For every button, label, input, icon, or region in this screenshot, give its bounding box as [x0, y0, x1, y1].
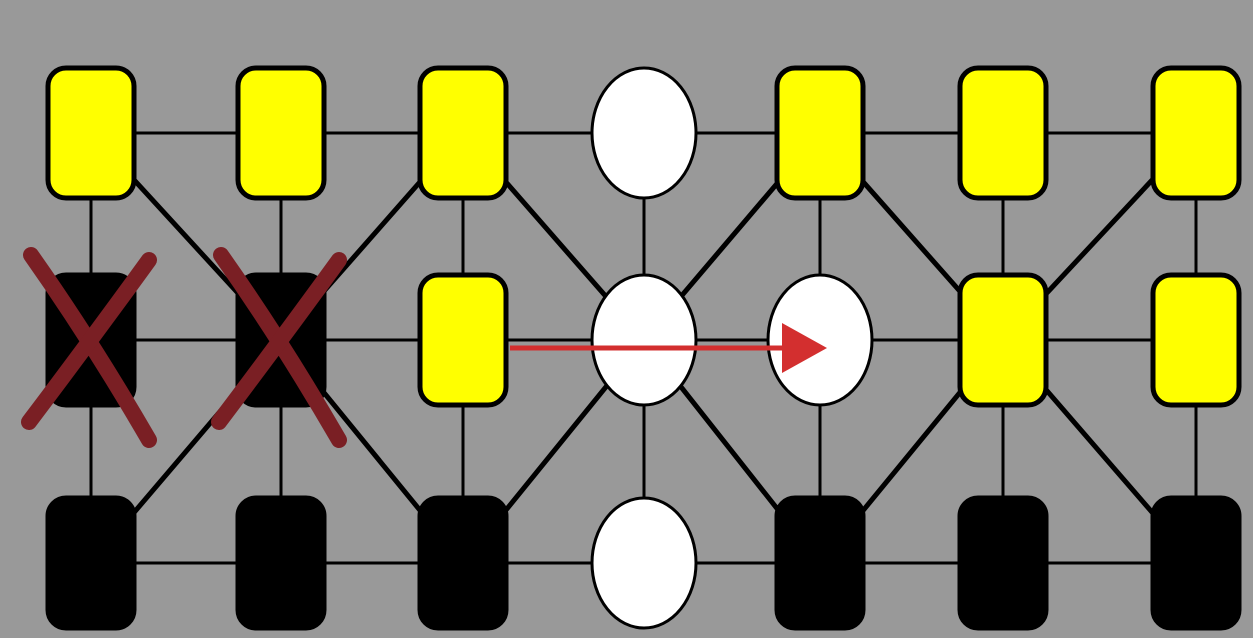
black-piece[interactable]: [774, 495, 866, 631]
empty-point[interactable]: [766, 273, 874, 407]
black-piece[interactable]: [1150, 495, 1242, 631]
yellow-piece[interactable]: [417, 65, 509, 201]
yellow-piece[interactable]: [957, 65, 1049, 201]
yellow-piece[interactable]: [417, 272, 509, 408]
black-piece[interactable]: [235, 495, 327, 631]
cross-stroke: [21, 252, 157, 430]
cross-stroke: [211, 252, 347, 430]
captured-cross-icon: [211, 247, 347, 448]
yellow-piece[interactable]: [1150, 65, 1242, 201]
yellow-piece[interactable]: [774, 65, 866, 201]
empty-point[interactable]: [590, 496, 698, 630]
captured-cross-icon: [21, 247, 157, 448]
black-piece[interactable]: [417, 495, 509, 631]
yellow-piece[interactable]: [235, 65, 327, 201]
black-piece[interactable]: [45, 495, 137, 631]
yellow-piece[interactable]: [45, 65, 137, 201]
yellow-piece[interactable]: [1150, 272, 1242, 408]
black-piece[interactable]: [957, 495, 1049, 631]
empty-point[interactable]: [590, 66, 698, 200]
board-marks: [21, 247, 827, 448]
empty-point[interactable]: [590, 273, 698, 407]
yellow-piece[interactable]: [957, 272, 1049, 408]
